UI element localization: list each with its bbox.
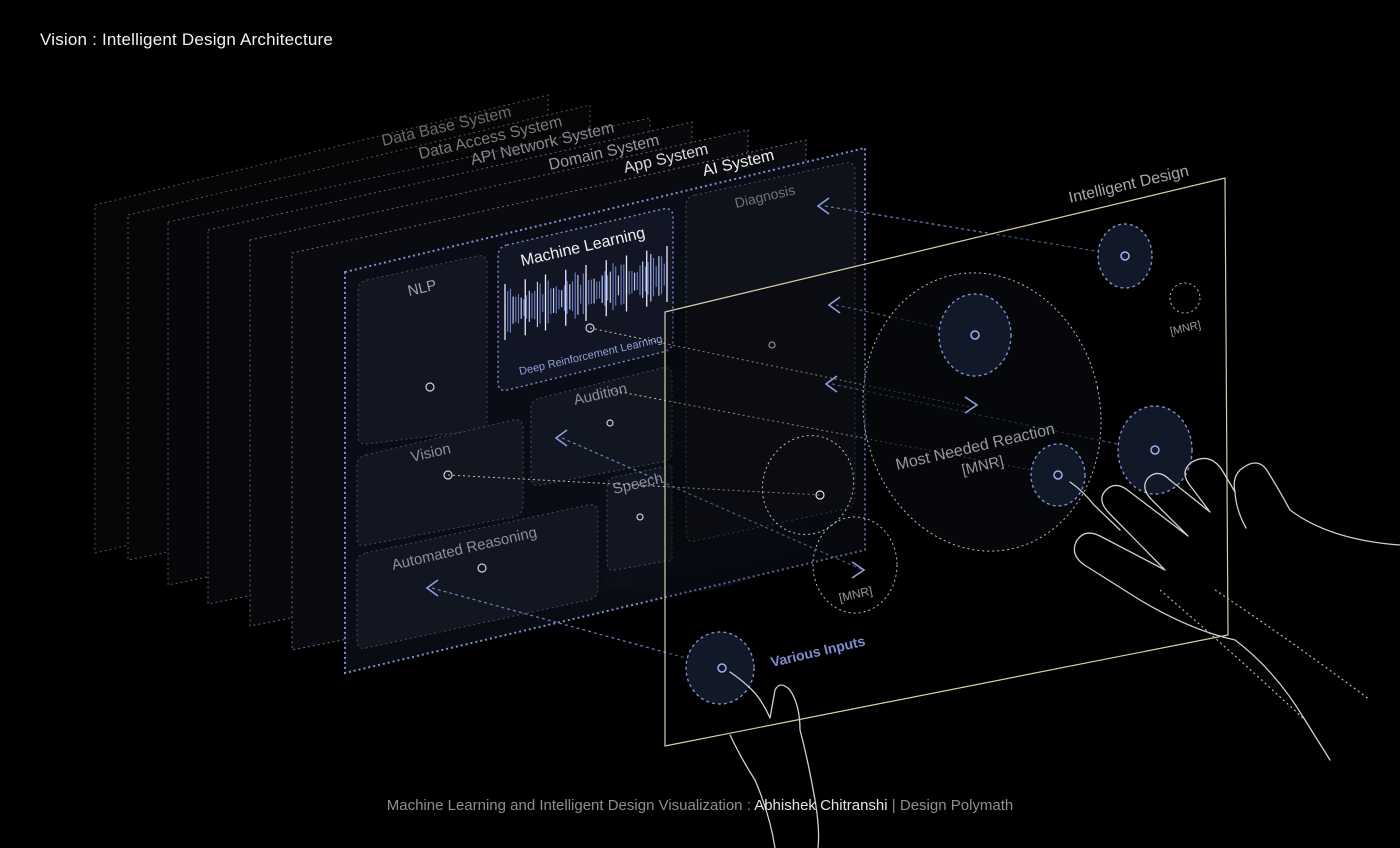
machine-learning-module [497,207,674,392]
chevron-left-icon [816,197,830,215]
footer-separator: | [891,797,896,814]
footer-prefix: Machine Learning and Intelligent Design … [386,797,751,814]
footer-role: Design Polymath [899,797,1014,814]
ml-waveform [504,246,668,340]
nlp-label: NLP [406,277,438,300]
touch-node-top[interactable] [938,293,1012,377]
touch-node-inputs[interactable] [685,631,755,705]
chevron-left-icon [827,296,841,314]
chevron-left-icon [824,375,838,393]
chevron-right-icon [964,396,979,414]
page-title: Vision : Intelligent Design Architecture [40,30,334,49]
chevron-left-icon [554,429,568,447]
hand-left-illustration [729,671,820,848]
chevron-left-icon [425,579,439,597]
automated-reasoning-module [356,504,599,649]
footer-author: Abhishek Chitranshi [754,797,888,814]
footer-credit: Machine Learning and Intelligent Design … [0,797,1400,814]
vision-feed-zone [761,435,855,535]
diagnosis-module [685,162,856,542]
chevron-right-icon [851,561,866,579]
touch-node-diagnosis[interactable] [1097,223,1153,289]
speech-module [606,464,673,571]
hand-shadow [1159,589,1371,721]
connections-tan [447,327,1059,496]
touch-node-center[interactable] [1030,443,1086,507]
hand-right-illustration [1069,457,1400,761]
nlp-module [357,255,488,445]
touch-node-right[interactable] [1117,405,1193,495]
audition-module [530,367,673,486]
mnr-small-zone [1169,282,1201,314]
vision-module [356,419,524,546]
chevrons [425,197,979,597]
mnr-left-zone [812,516,898,614]
